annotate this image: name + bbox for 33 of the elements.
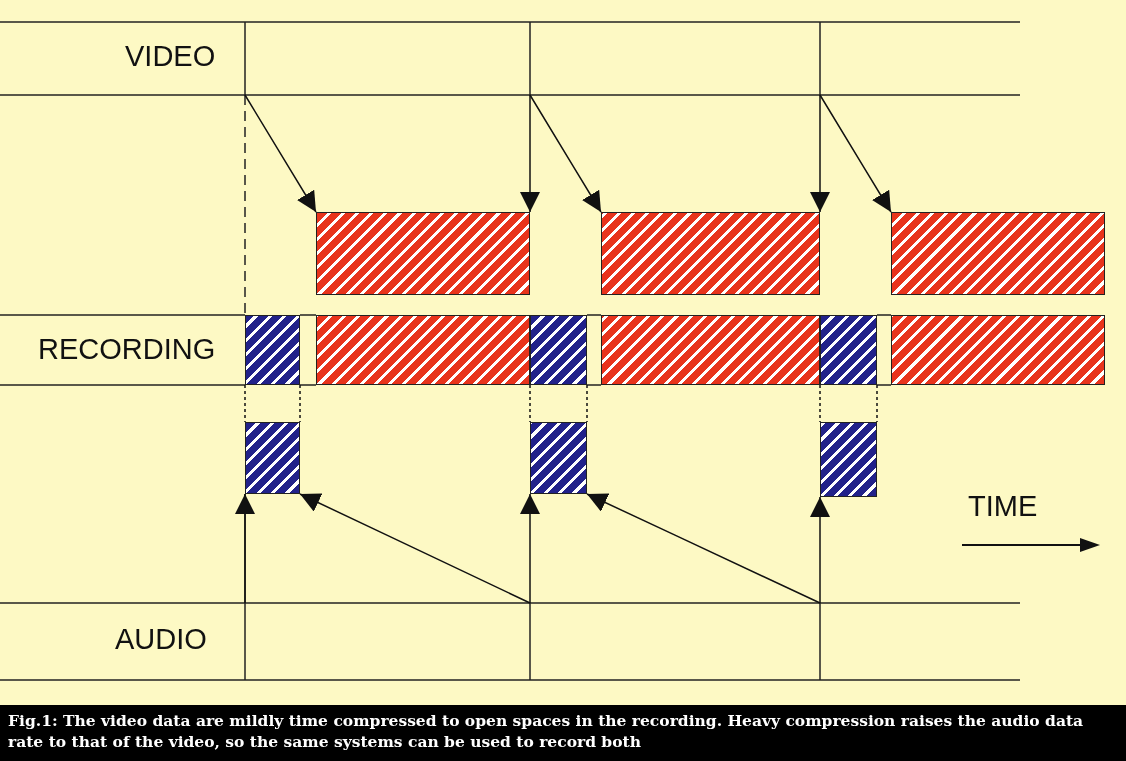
arrow xyxy=(586,493,821,604)
arrow xyxy=(299,493,531,604)
dotted-line xyxy=(299,384,301,423)
dotted-line xyxy=(876,384,878,423)
audio-block xyxy=(245,422,300,494)
compressed-video-block xyxy=(316,212,530,295)
row-label: VIDEO xyxy=(125,40,216,73)
dotted-line xyxy=(819,384,821,423)
compressed-video-block xyxy=(601,212,820,295)
axis-label: TIME xyxy=(968,490,1038,523)
video-recording-block xyxy=(316,315,530,385)
dotted-line xyxy=(586,384,588,423)
audio-recording-block xyxy=(820,315,877,385)
row-label: AUDIO xyxy=(115,623,207,656)
video-recording-block xyxy=(891,315,1105,385)
arrow xyxy=(819,94,892,213)
arrow xyxy=(810,94,830,213)
arrow xyxy=(810,496,830,604)
dotted-line xyxy=(529,384,531,423)
arrow xyxy=(520,94,540,213)
audio-block xyxy=(820,422,877,497)
row-label: RECORDING xyxy=(38,333,216,366)
dotted-line xyxy=(244,384,246,423)
audio-block xyxy=(530,422,587,494)
video-recording-block xyxy=(601,315,820,385)
arrow xyxy=(520,493,540,604)
arrow xyxy=(235,493,255,604)
caption: Fig.1: The video data are mildly time compressed to open spaces in the recording. Heavy compression raises the audio data rate to that of the video, so the same systems can be used to record both xyxy=(8,710,1085,752)
arrow xyxy=(244,94,317,213)
compressed-video-block xyxy=(891,212,1105,295)
audio-recording-block xyxy=(530,315,587,385)
audio-recording-block xyxy=(245,315,300,385)
arrow xyxy=(529,94,602,213)
